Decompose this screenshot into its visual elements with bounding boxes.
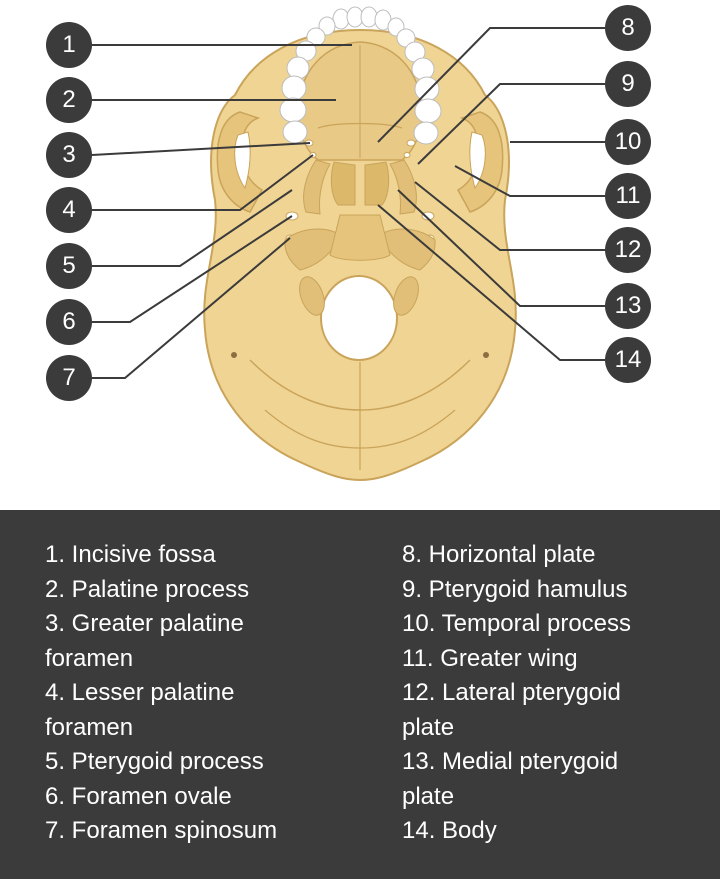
marker-11: 11 — [605, 173, 651, 219]
marker-5: 5 — [46, 243, 92, 289]
marker-8: 8 — [605, 5, 651, 51]
marker-9: 9 — [605, 61, 651, 107]
marker-10: 10 — [605, 119, 651, 165]
legend-item-14: 14. Body — [402, 817, 497, 844]
marker-3: 3 — [46, 132, 92, 178]
legend-left-column: 1. Incisive fossa 2. Palatine process 3.… — [45, 538, 385, 849]
skull-illustration — [91, 6, 605, 482]
marker-7: 7 — [46, 355, 92, 401]
marker-13: 13 — [605, 283, 651, 329]
marker-1: 1 — [46, 22, 92, 68]
skull-diagram: 1 2 3 4 5 6 7 8 9 10 11 12 13 14 — [46, 5, 651, 482]
foramen-magnum — [320, 275, 398, 361]
legend-item-11: 11. Greater wing — [402, 644, 578, 672]
legend-item-4: 4. Lesser palatine — [45, 679, 235, 706]
legend-item-3-continued: foramen — [45, 644, 134, 672]
legend-item-12-continued: plate — [402, 713, 455, 741]
basilar-part — [329, 214, 391, 261]
legend-item-3: 3. Greater palatine — [45, 610, 244, 637]
right-temporal-fossa — [469, 131, 486, 190]
legend-item-2: 2. Palatine process — [45, 575, 250, 603]
legend-panel: 1. Incisive fossa 2. Palatine process 3.… — [0, 510, 720, 879]
legend-item-7: 7. Foramen spinosum — [45, 817, 278, 844]
legend-item-1: 1. Incisive fossa — [45, 541, 216, 568]
legend-item-13: 13. Medial pterygoid — [402, 748, 619, 775]
legend-right-column: 8. Horizontal plate 9. Pterygoid hamulus… — [402, 538, 712, 849]
legend-item-10: 10. Temporal process — [402, 610, 632, 637]
marker-12: 12 — [605, 227, 651, 273]
marker-4: 4 — [46, 187, 92, 233]
left-pterygoid-plates — [303, 159, 331, 215]
marker-2: 2 — [46, 77, 92, 123]
choanae — [330, 161, 390, 206]
legend-item-13-continued: plate — [402, 782, 455, 810]
legend-item-4-continued: foramen — [45, 713, 134, 741]
legend-item-5: 5. Pterygoid process — [45, 748, 264, 775]
legend-item-8: 8. Horizontal plate — [402, 541, 596, 568]
legend-item-6: 6. Foramen ovale — [45, 782, 232, 810]
legend-item-12: 12. Lateral pterygoid — [402, 679, 621, 706]
leader-lines — [91, 27, 605, 379]
teeth — [279, 6, 442, 145]
marker-14: 14 — [605, 337, 651, 383]
legend-item-9: 9. Pterygoid hamulus — [402, 575, 628, 603]
marker-6: 6 — [46, 299, 92, 345]
